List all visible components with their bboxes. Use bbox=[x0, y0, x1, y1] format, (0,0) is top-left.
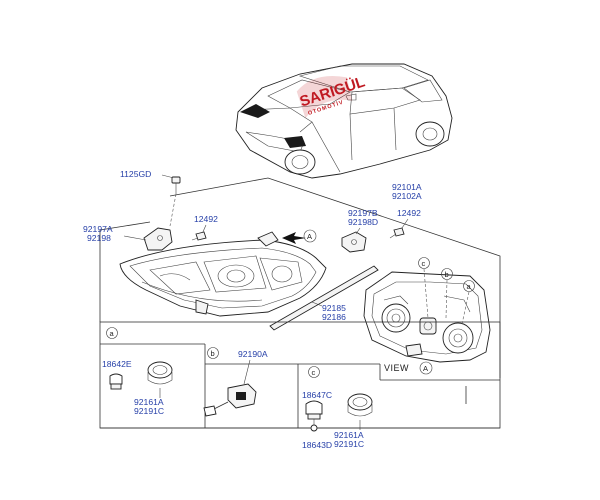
detail-box-b: b 92190A bbox=[203, 347, 268, 417]
trim-strip-92185 bbox=[269, 265, 379, 331]
label-92102a: 92102A bbox=[392, 191, 422, 201]
label-92161a-a: 92161A bbox=[134, 397, 164, 407]
headlamp-rear-view bbox=[363, 271, 491, 363]
label-18647c: 18647C bbox=[302, 390, 332, 400]
svg-text:b: b bbox=[211, 349, 215, 358]
screw-left bbox=[191, 231, 207, 241]
label-92161a-c: 92161A bbox=[334, 430, 364, 440]
svg-text:a: a bbox=[110, 329, 115, 338]
detail-box-c: c 18647C 18643D 92161A 92191C bbox=[302, 366, 373, 450]
label-92186: 92186 bbox=[322, 312, 346, 322]
view-a-label: VIEW A bbox=[384, 361, 433, 375]
view-callout-a: A bbox=[423, 364, 428, 373]
svg-text:b: b bbox=[445, 270, 449, 279]
label-12492-left: 12492 bbox=[194, 214, 218, 224]
headlamp-assembly bbox=[119, 231, 327, 317]
bracket-right bbox=[341, 227, 367, 253]
label-18642e: 18642E bbox=[102, 359, 132, 369]
label-92190a: 92190A bbox=[238, 349, 268, 359]
detail-box-a: a 18642E 92161A 92191C bbox=[102, 327, 173, 416]
label-12492-right: 12492 bbox=[397, 208, 421, 218]
svg-text:a: a bbox=[467, 282, 472, 291]
callout-a-top: a bbox=[461, 280, 475, 325]
label-18643d: 18643D bbox=[302, 440, 332, 450]
svg-text:c: c bbox=[312, 368, 316, 377]
label-92197a: 92197A bbox=[83, 224, 113, 234]
label-92198: 92198 bbox=[87, 233, 111, 243]
svg-text:c: c bbox=[422, 259, 426, 268]
bracket-left bbox=[123, 227, 173, 251]
bolt-1125gd bbox=[169, 176, 181, 227]
watermark-logo: SARIGÜL OTOMOTİV bbox=[296, 73, 367, 119]
label-92191c-c: 92191C bbox=[334, 439, 364, 449]
label-92191c-a: 92191C bbox=[134, 406, 164, 416]
view-text: VIEW bbox=[384, 363, 409, 373]
label-92185: 92185 bbox=[322, 303, 346, 313]
car-illustration bbox=[235, 63, 453, 179]
callout-c-top: c bbox=[418, 257, 430, 319]
assembly-frame bbox=[99, 177, 501, 404]
label-92101a: 92101A bbox=[392, 182, 422, 192]
arrow-callout-a: A bbox=[307, 232, 312, 241]
label-1125gd: 1125GD bbox=[120, 169, 151, 179]
callout-b-top: b bbox=[441, 268, 453, 319]
label-92198d: 92198D bbox=[348, 217, 378, 227]
screw-right bbox=[389, 227, 405, 239]
label-92197b: 92197B bbox=[348, 208, 378, 218]
view-arrow: A bbox=[282, 229, 317, 244]
detail-boxes bbox=[99, 321, 501, 429]
